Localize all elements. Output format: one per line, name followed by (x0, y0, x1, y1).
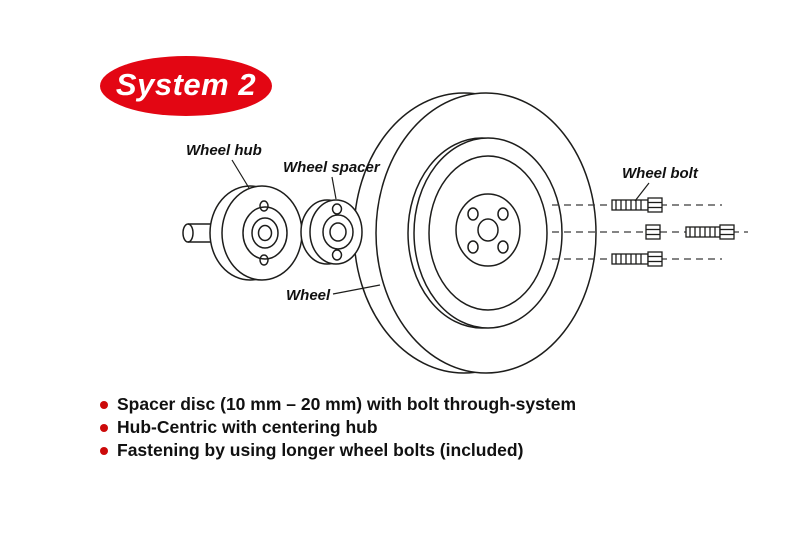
bullet-icon (100, 446, 108, 455)
wheel-spacer-label: Wheel spacer (283, 159, 381, 176)
wheel-drawing (353, 92, 597, 374)
wheel-label: Wheel (286, 287, 331, 304)
wheel-bolt-label: Wheel bolt (622, 165, 699, 182)
feature-text: Hub-Centric with centering hub (117, 417, 378, 437)
wheel-spacer-drawing (300, 199, 363, 265)
wheel-bolts-drawing (611, 197, 735, 267)
bullet-icon (100, 400, 108, 409)
list-item: Fastening by using longer wheel bolts (i… (100, 439, 740, 462)
feature-text: Fastening by using longer wheel bolts (i… (117, 440, 524, 460)
feature-list: Spacer disc (10 mm – 20 mm) with bolt th… (100, 393, 740, 462)
wheel-hub-drawing (182, 185, 303, 281)
system-badge-label: System 2 (115, 67, 257, 102)
wheel-bolt-bottom (611, 251, 663, 267)
label-leader-lines (231, 159, 650, 295)
list-item: Spacer disc (10 mm – 20 mm) with bolt th… (100, 393, 740, 416)
list-item: Hub-Centric with centering hub (100, 416, 740, 439)
system-badge: System 2 (100, 56, 272, 116)
wheel-hub-label: Wheel hub (186, 142, 262, 159)
feature-text: Spacer disc (10 mm – 20 mm) with bolt th… (117, 394, 576, 414)
wheel-bolt-top (611, 197, 663, 213)
bullet-icon (100, 423, 108, 432)
wheel-bolt-middle (645, 224, 735, 240)
